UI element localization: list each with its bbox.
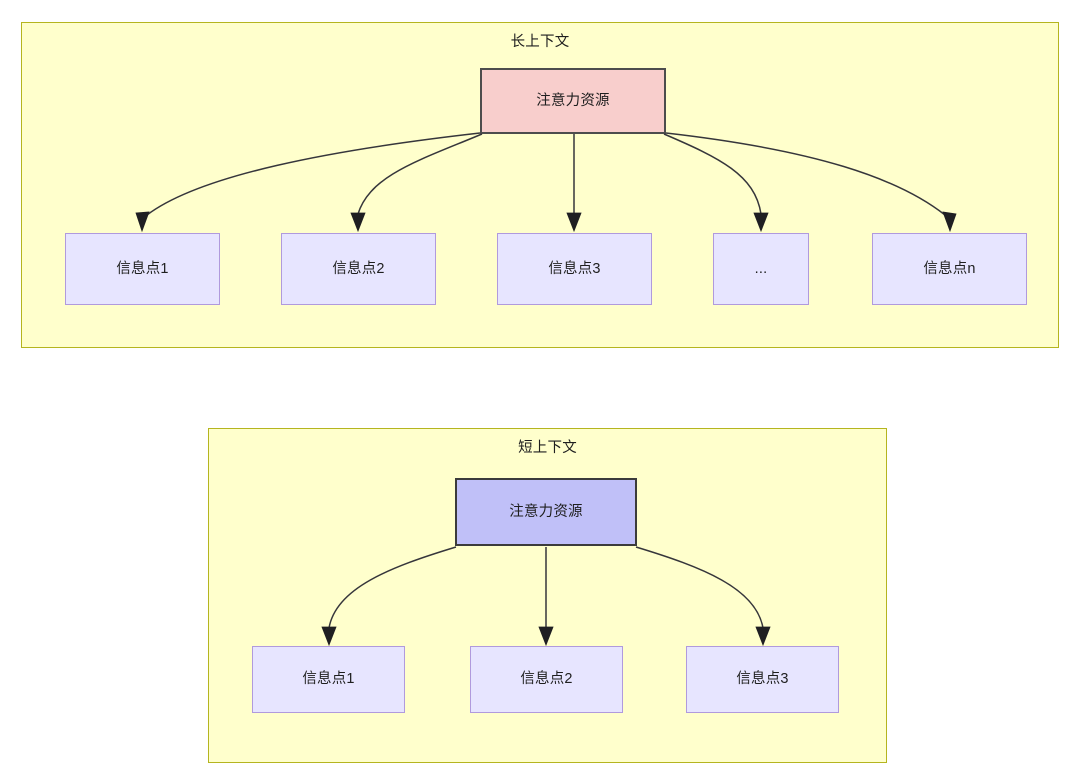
node-label: ... xyxy=(754,260,768,277)
node-attention-resource-short[interactable]: 注意力资源 xyxy=(455,478,637,546)
node-label: 信息点3 xyxy=(736,671,789,688)
node-label: 信息点1 xyxy=(116,260,169,277)
panel-short-context-title: 短上下文 xyxy=(518,440,577,456)
node-label: 信息点2 xyxy=(332,260,385,277)
node-label: 注意力资源 xyxy=(509,503,583,520)
node-info-point-long-3[interactable]: 信息点3 xyxy=(497,233,652,305)
node-info-point-long-1[interactable]: 信息点1 xyxy=(65,233,220,305)
node-label: 信息点1 xyxy=(302,671,355,688)
node-info-point-long-n[interactable]: 信息点n xyxy=(872,233,1027,305)
node-info-point-long-2[interactable]: 信息点2 xyxy=(281,233,436,305)
node-info-point-short-1[interactable]: 信息点1 xyxy=(252,646,405,713)
node-label: 注意力资源 xyxy=(536,92,610,109)
node-label: 信息点n xyxy=(923,260,976,277)
node-attention-resource-long[interactable]: 注意力资源 xyxy=(480,68,666,134)
node-label: 信息点3 xyxy=(548,260,601,277)
node-info-point-short-3[interactable]: 信息点3 xyxy=(686,646,839,713)
panel-long-context-title: 长上下文 xyxy=(510,34,570,50)
node-info-point-short-2[interactable]: 信息点2 xyxy=(470,646,623,713)
node-info-point-long-ellipsis[interactable]: ... xyxy=(713,233,809,305)
node-label: 信息点2 xyxy=(520,671,573,688)
